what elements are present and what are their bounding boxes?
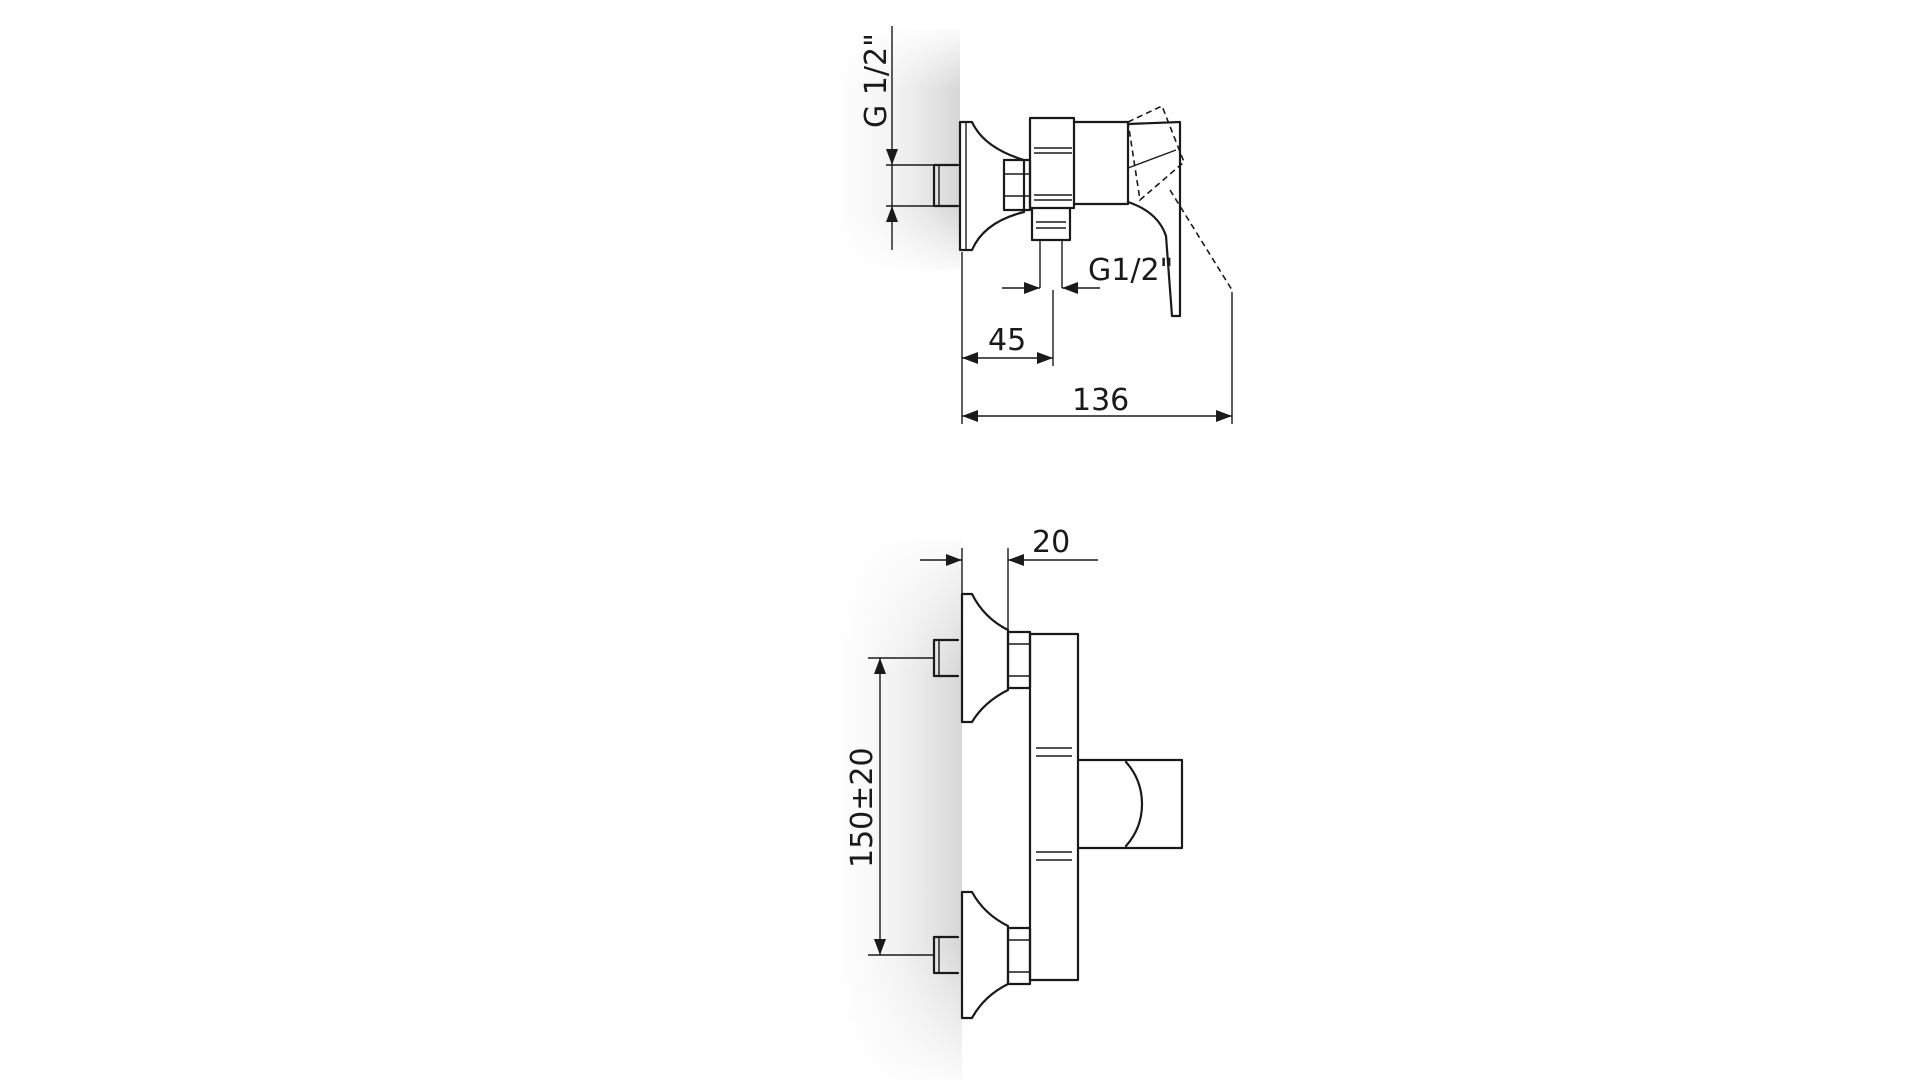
side-escutcheon bbox=[958, 120, 1026, 252]
front-view: 20 150±20 bbox=[810, 525, 1184, 1080]
inlet-spacing-value: 150±20 bbox=[845, 747, 880, 868]
lower-nut bbox=[1006, 926, 1032, 986]
front-lever-handle bbox=[1076, 758, 1184, 850]
outlet-thread-label: G1/2" bbox=[1088, 253, 1173, 288]
upper-escutcheon bbox=[960, 592, 1010, 724]
eccentric-offset-value: 20 bbox=[1032, 525, 1070, 560]
outlet-offset-value: 45 bbox=[988, 323, 1026, 358]
side-nut bbox=[1002, 158, 1032, 212]
wall-shading-bottom bbox=[810, 540, 962, 1080]
side-lever-handle bbox=[1126, 120, 1182, 318]
side-inlet-pipe bbox=[932, 163, 960, 208]
outlet-thread-dimension: G1/2" bbox=[1002, 253, 1173, 294]
wall-shading-top bbox=[810, 30, 960, 270]
front-mixer-body bbox=[1028, 632, 1080, 982]
side-valve-body bbox=[1028, 116, 1076, 210]
side-outlet bbox=[1030, 206, 1072, 242]
side-cartridge-housing bbox=[1072, 120, 1130, 206]
overall-depth-dimension: 136 bbox=[962, 292, 1233, 424]
eccentric-offset-dimension: 20 bbox=[920, 525, 1098, 632]
lower-escutcheon bbox=[960, 890, 1010, 1020]
side-lever-raised-outline bbox=[1127, 104, 1233, 291]
inlet-spacing-dimension: 150±20 bbox=[845, 657, 934, 956]
outlet-offset-dimension: 45 bbox=[961, 252, 1054, 424]
overall-depth-value: 136 bbox=[1072, 383, 1129, 418]
inlet-thread-label: G 1/2" bbox=[859, 33, 894, 128]
upper-nut bbox=[1006, 630, 1032, 690]
side-view: G 1/2" G1/2" 45 136 bbox=[810, 26, 1233, 424]
inlet-thread-dimension: G 1/2" bbox=[859, 26, 934, 250]
